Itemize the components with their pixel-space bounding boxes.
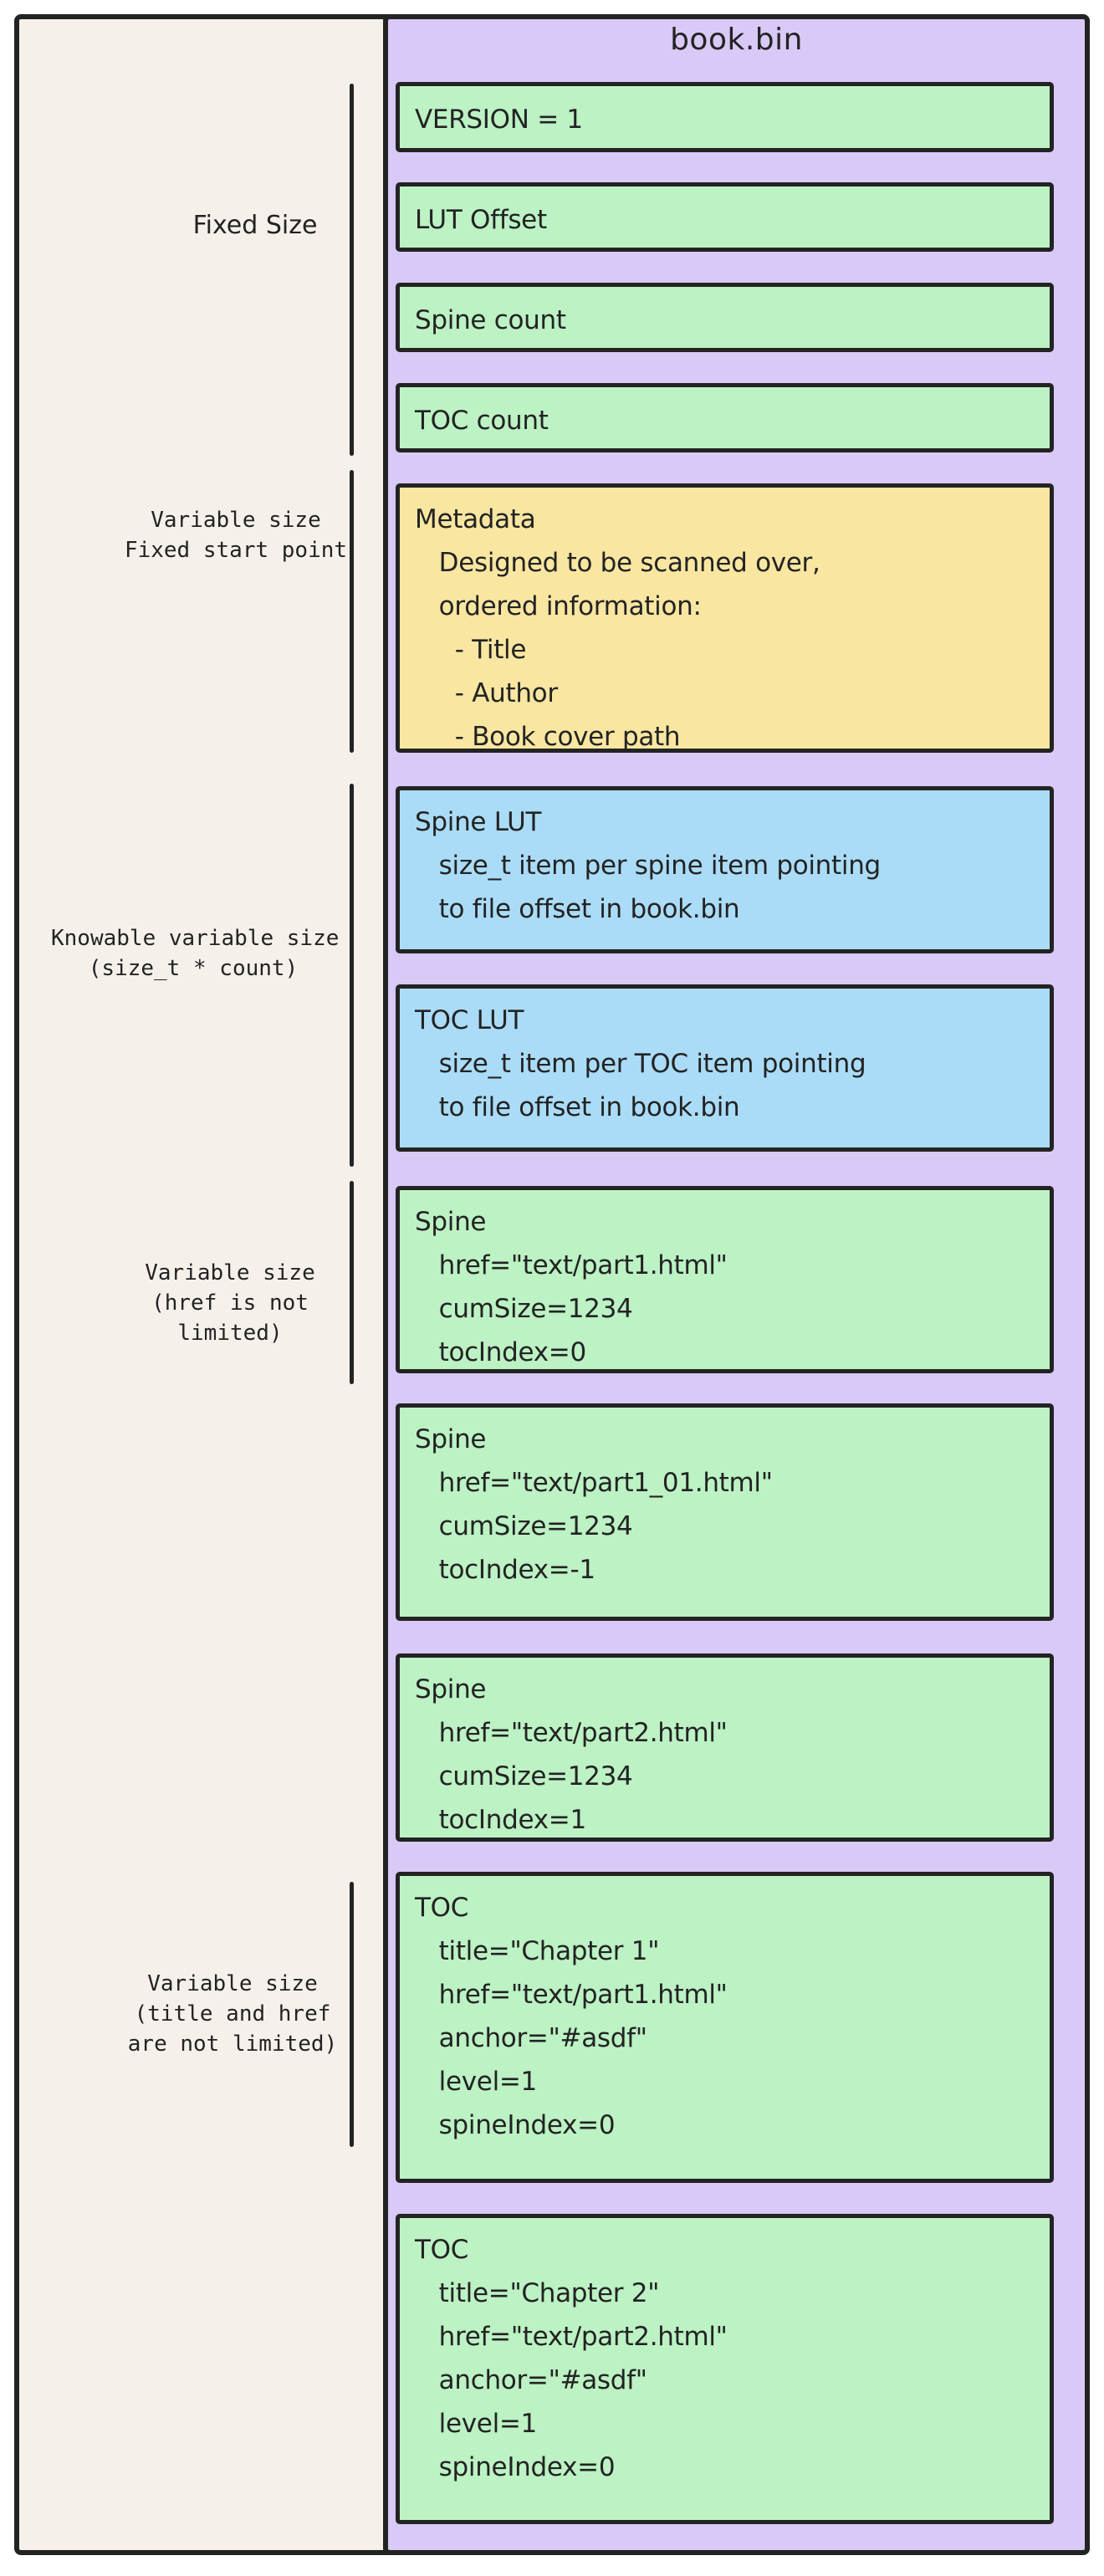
section-bracket-metadata (350, 470, 354, 753)
box-text-line: Spine (415, 1424, 487, 1454)
box-text-line: level=1 (415, 2409, 538, 2439)
box-text-line: LUT Offset (415, 205, 547, 235)
struct-box-toc-count: TOC count (396, 383, 1054, 452)
struct-box-spine-1: Spine href="text/part1.html" cumSize=123… (396, 1186, 1054, 1373)
file-title: book.bin (670, 23, 803, 57)
section-bracket-fixed-size (350, 84, 354, 456)
struct-box-toc-2: TOC title="Chapter 2" href="text/part2.h… (396, 2214, 1054, 2524)
box-text-line: TOC (415, 1893, 469, 1923)
box-text-line: cumSize=1234 (415, 1511, 633, 1541)
box-text-line: spineIndex=0 (415, 2110, 616, 2140)
struct-box-spine-3: Spine href="text/part2.html" cumSize=123… (396, 1653, 1054, 1842)
struct-box-spine-count: Spine count (396, 283, 1054, 352)
box-text-line: size_t item per TOC item pointing (415, 1049, 866, 1079)
label-line: Variable size (147, 1971, 318, 1996)
label-line: (title and href (134, 2001, 331, 2027)
box-text-line: tocIndex=0 (415, 1337, 587, 1367)
box-text-line: VERSION = 1 (415, 105, 583, 135)
box-text-line: href="text/part1.html" (415, 1980, 728, 2010)
section-label-variable-title-href: Variable size (title and href are not li… (90, 1969, 375, 2059)
box-text-line: tocIndex=-1 (415, 1555, 595, 1585)
box-text-line: Spine LUT (415, 807, 542, 837)
section-label-variable-href: Variable size (href is not limited) (88, 1258, 372, 1348)
label-line: limited) (177, 1321, 283, 1346)
box-text-line: spineIndex=0 (415, 2452, 616, 2482)
box-text-line: anchor="#asdf" (415, 2365, 647, 2395)
label-line: Knowable variable size (51, 926, 340, 951)
box-text-line: tocIndex=1 (415, 1805, 587, 1835)
section-label-fixed-size: Fixed Size (130, 211, 381, 241)
label-line: Fixed Size (192, 211, 318, 240)
section-bracket-spine (350, 1181, 354, 1384)
box-text-line: href="text/part1_01.html" (415, 1468, 773, 1498)
box-text-line: to file offset in book.bin (415, 894, 740, 924)
struct-box-version: VERSION = 1 (396, 82, 1054, 152)
box-text-line: TOC count (415, 406, 549, 436)
box-text-line: Metadata (415, 504, 536, 534)
section-label-variable-fixed-start: Variable size Fixed start point (94, 505, 378, 565)
struct-box-toc-lut: TOC LUT size_t item per TOC item pointin… (396, 984, 1054, 1152)
box-text-line: TOC (415, 2235, 469, 2265)
label-line: are not limited) (127, 2032, 338, 2057)
box-text-line: href="text/part2.html" (415, 1718, 728, 1748)
box-text-line: title="Chapter 1" (415, 1936, 660, 1966)
struct-box-toc-1: TOC title="Chapter 1" href="text/part1.h… (396, 1872, 1054, 2183)
box-text-line: ordered information: (415, 591, 702, 621)
label-line: (size_t * count) (88, 956, 299, 981)
section-bracket-luts (350, 784, 354, 1167)
box-text-line: - Title (415, 635, 527, 665)
struct-box-metadata: Metadata Designed to be scanned over, or… (396, 483, 1054, 753)
box-text-line: Spine (415, 1674, 487, 1705)
section-bracket-toc (350, 1882, 354, 2147)
label-line: Fixed start point (124, 538, 348, 563)
struct-box-lut-offset: LUT Offset (396, 182, 1054, 252)
box-text-line: TOC LUT (415, 1005, 524, 1035)
box-text-line: cumSize=1234 (415, 1761, 633, 1791)
struct-box-spine-2: Spine href="text/part1_01.html" cumSize=… (396, 1403, 1054, 1621)
box-text-line: title="Chapter 2" (415, 2278, 660, 2308)
box-text-line: size_t item per spine item pointing (415, 851, 882, 881)
box-text-line: - Book cover path (415, 722, 681, 752)
label-line: (href is not (151, 1291, 309, 1316)
box-text-line: level=1 (415, 2067, 538, 2097)
struct-box-spine-lut: Spine LUT size_t item per spine item poi… (396, 786, 1054, 953)
box-text-line: - Author (415, 678, 558, 708)
box-text-line: href="text/part1.html" (415, 1250, 728, 1280)
box-text-line: cumSize=1234 (415, 1294, 633, 1324)
box-text-line: href="text/part2.html" (415, 2322, 728, 2352)
section-label-knowable-variable: Knowable variable size (size_t * count) (51, 923, 340, 984)
label-line: Variable size (145, 1260, 315, 1285)
box-text-line: Spine (415, 1207, 487, 1237)
box-text-line: Spine count (415, 305, 566, 335)
label-line: Variable size (151, 508, 321, 533)
box-text-line: to file offset in book.bin (415, 1092, 740, 1122)
box-text-line: Designed to be scanned over, (415, 548, 820, 578)
box-text-line: anchor="#asdf" (415, 2023, 647, 2053)
